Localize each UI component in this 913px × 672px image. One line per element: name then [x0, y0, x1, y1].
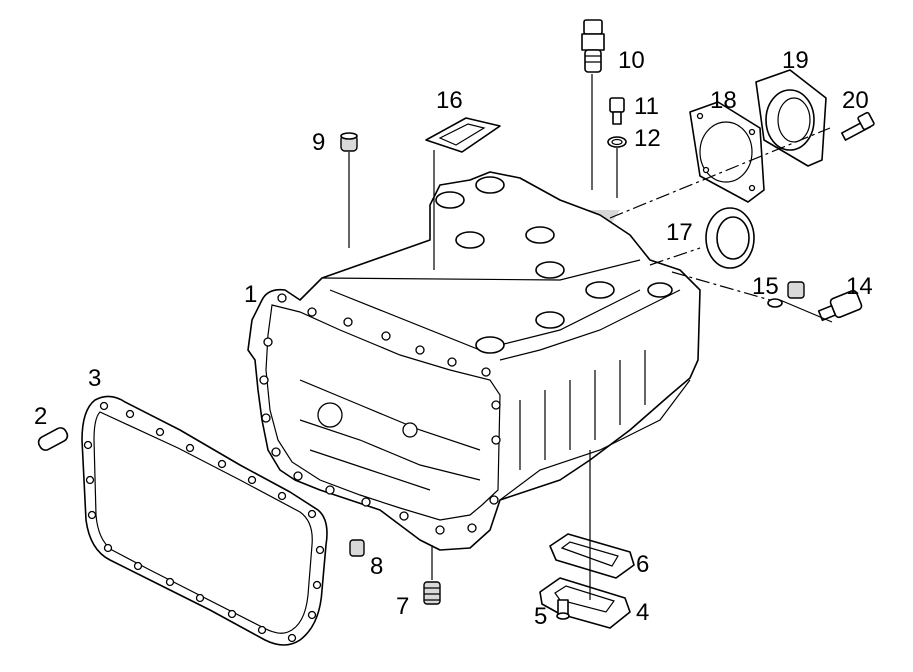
- cover-plate: [539, 577, 631, 629]
- callout-4: 4: [636, 599, 649, 626]
- pressure-switch: [817, 289, 863, 322]
- callout-17: 17: [666, 219, 693, 246]
- shaft-seal: [705, 207, 755, 269]
- callout-9: 9: [312, 129, 325, 156]
- drain-plug: [423, 581, 441, 605]
- cover-bolt: [840, 111, 875, 141]
- callout-12: 12: [634, 125, 661, 152]
- callout-20: 20: [842, 87, 869, 114]
- callout-labels: 1 2 3 4 5 6 7 8 9 10 11 12 14 15 16 17 1…: [34, 47, 873, 630]
- dowel-pin: [37, 427, 69, 451]
- callout-15: 15: [752, 273, 779, 300]
- housing-plug: [349, 539, 365, 557]
- plate-gasket: [549, 533, 635, 579]
- callout-5: 5: [534, 603, 547, 630]
- callout-2: 2: [34, 403, 47, 430]
- bearing-cover: [755, 69, 827, 167]
- callout-16: 16: [436, 87, 463, 114]
- housing-gasket: [81, 395, 328, 646]
- breather-plug: [340, 132, 358, 152]
- callout-8: 8: [370, 553, 383, 580]
- callout-14: 14: [846, 273, 873, 300]
- plug-seal: [767, 281, 805, 308]
- sensor-switch: [581, 19, 605, 73]
- type-plate: [425, 117, 501, 153]
- callout-3: 3: [88, 365, 101, 392]
- seal-ring-small: [607, 136, 627, 148]
- screw-plug: [609, 97, 625, 125]
- gearbox-housing: [247, 171, 701, 551]
- leader-lines: [348, 74, 833, 600]
- callout-6: 6: [636, 551, 649, 578]
- cover-screw: [556, 599, 570, 620]
- callout-11: 11: [634, 93, 659, 120]
- callout-19: 19: [782, 47, 809, 74]
- cover-gasket: [689, 101, 765, 203]
- callout-18: 18: [710, 87, 737, 114]
- callout-7: 7: [396, 593, 409, 620]
- callout-10: 10: [618, 47, 645, 74]
- callout-1: 1: [244, 281, 257, 308]
